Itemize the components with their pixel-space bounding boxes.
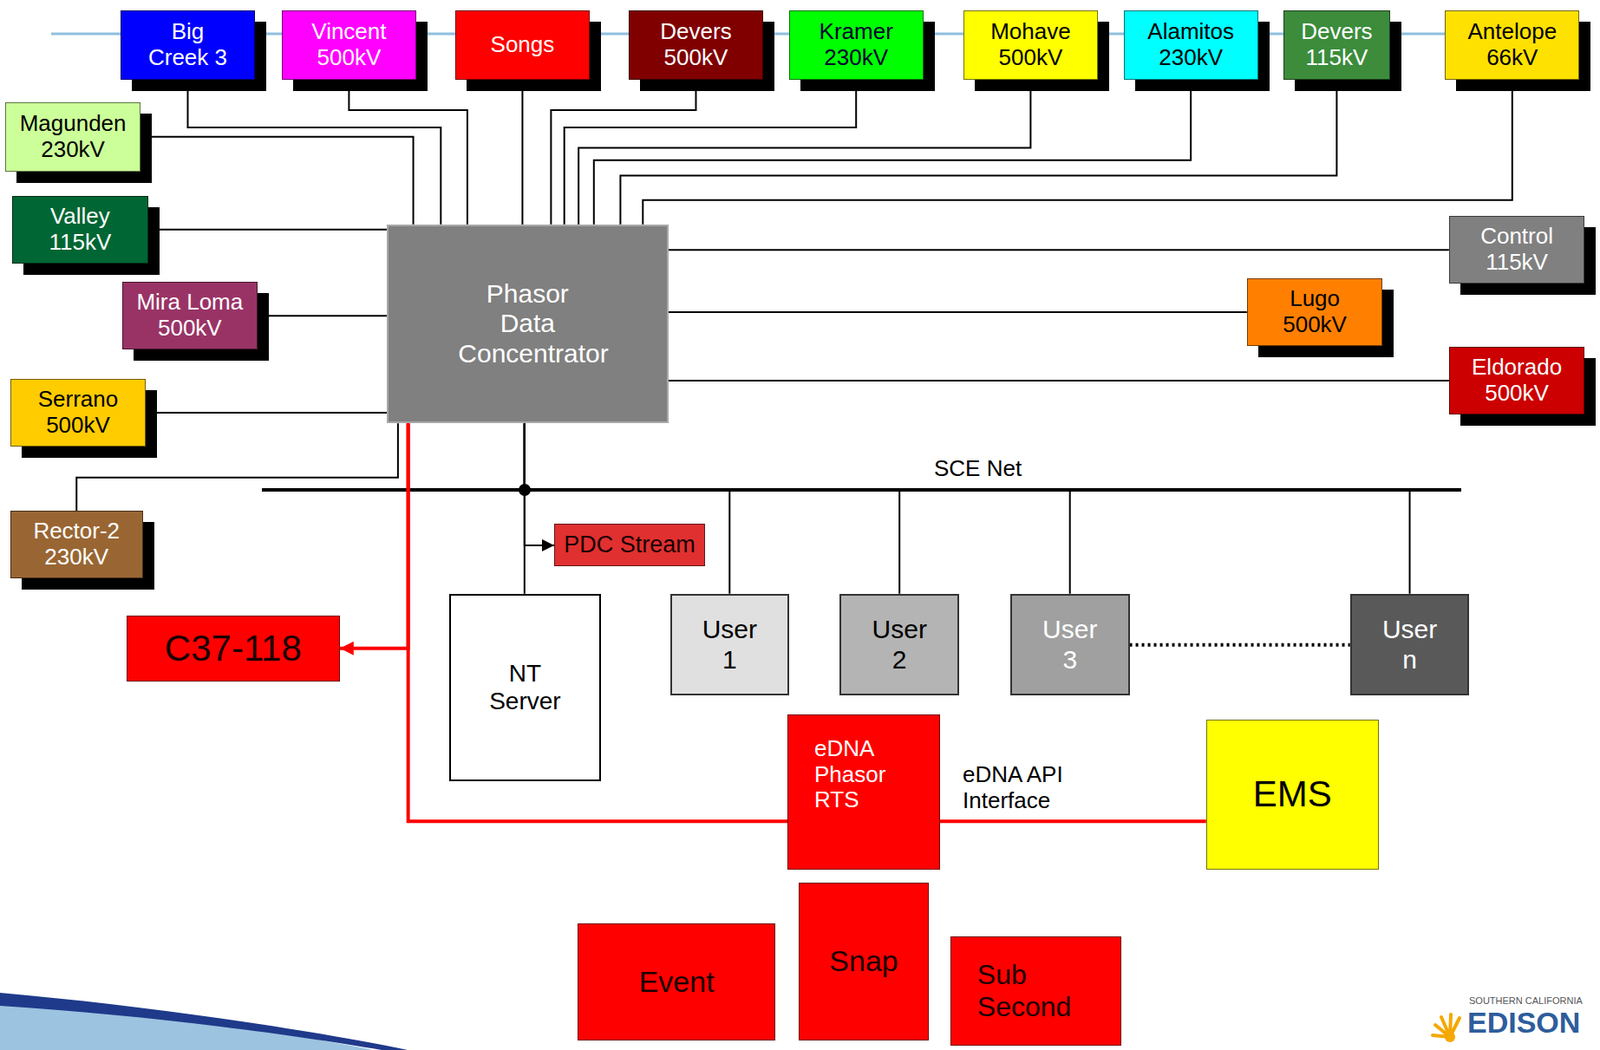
substation-box: Lugo 500kV <box>1247 278 1383 347</box>
node-label: Songs <box>490 32 556 59</box>
header-rule <box>51 32 1490 36</box>
connector <box>408 423 788 822</box>
substation-box: Magunden 230kV <box>5 102 141 172</box>
substation-box: Eldorado 500kV <box>1449 346 1585 415</box>
node-label: Antelope 66kV <box>1466 19 1559 72</box>
user-box: User 2 <box>839 594 960 697</box>
logo-sun <box>1432 1014 1460 1043</box>
node-label: Alamitos 230kV <box>1144 19 1237 72</box>
connector <box>140 137 413 225</box>
ems-box: EMS <box>1206 719 1379 870</box>
connector <box>524 423 1411 595</box>
protocol-box: C37-118 <box>126 615 340 682</box>
node-label: NT Server <box>481 659 569 716</box>
node-label: PDC Stream <box>563 531 696 559</box>
connector <box>524 423 900 595</box>
node-label: User 1 <box>698 614 761 675</box>
connector <box>642 79 1513 225</box>
node-label: Rector-2 230kV <box>19 518 133 571</box>
substation-box: Big Creek 3 <box>120 10 255 80</box>
node-label: Control 115kV <box>1460 223 1574 276</box>
connector <box>257 314 387 317</box>
connector <box>148 228 387 231</box>
connector <box>668 379 1450 382</box>
connector <box>578 79 1031 225</box>
node-label: eDNA Phasor RTS <box>814 736 910 815</box>
substation-box: Mira Loma 500kV <box>122 281 257 350</box>
module-box: Sub Second <box>950 936 1122 1046</box>
module-box: Event <box>577 923 776 1041</box>
connector <box>524 423 1071 595</box>
server-box: NT Server <box>449 594 601 783</box>
node-label: C37-118 <box>164 627 302 670</box>
node-label: Valley 115kV <box>23 203 137 256</box>
connector-group <box>76 79 1513 822</box>
connector <box>668 311 1248 314</box>
node-label: Snap <box>829 944 898 979</box>
user-box: User 1 <box>670 594 789 697</box>
rts-box: eDNA Phasor RTS <box>787 714 941 870</box>
node-label: Sub Second <box>977 959 1095 1024</box>
corner-swoosh-edge <box>0 992 408 1050</box>
node-label: EMS <box>1253 773 1333 816</box>
edge-label: eDNA API Interface <box>960 762 1079 815</box>
node-label: User n <box>1378 614 1442 675</box>
substation-box: Valley 115kV <box>12 195 148 264</box>
substation-box: Serrano 500kV <box>10 378 146 447</box>
connector <box>145 411 387 414</box>
substation-box: Antelope 66kV <box>1444 10 1580 80</box>
user-box: User n <box>1350 594 1470 697</box>
node-label: User 2 <box>868 614 931 675</box>
connector <box>524 423 555 546</box>
concentrator-box: Phasor Data Concentrator <box>386 224 669 424</box>
network-name: SCE Net <box>933 456 1022 483</box>
node-label: User 3 <box>1038 614 1102 675</box>
substation-box: Rector-2 230kV <box>10 510 144 579</box>
node-label: Kramer 230kV <box>809 19 902 72</box>
node-label: Mohave 500kV <box>984 19 1077 72</box>
connector <box>348 79 468 225</box>
connector <box>339 423 409 648</box>
connector <box>550 79 696 225</box>
module-box: Snap <box>798 882 928 1041</box>
substation-box: Kramer 230kV <box>789 10 924 80</box>
node-label: Phasor Data Concentrator <box>457 279 597 370</box>
node-label: Lugo 500kV <box>1258 286 1372 339</box>
substation-box: Vincent 500kV <box>281 10 417 80</box>
node-label: Magunden 230kV <box>16 111 130 164</box>
logo-text: EDISON <box>1467 1005 1581 1040</box>
substation-box: Devers 500kV <box>628 10 764 80</box>
substation-box: Alamitos 230kV <box>1123 10 1259 80</box>
node-label: Vincent 500kV <box>302 19 395 72</box>
connector <box>668 248 1450 251</box>
node-label: Devers 115kV <box>1293 19 1380 72</box>
substation-box: Control 115kV <box>1449 215 1585 284</box>
connector <box>521 79 523 225</box>
stream-tag: PDC Stream <box>554 523 706 567</box>
connector <box>524 423 731 595</box>
connector <box>620 79 1337 225</box>
connector <box>188 79 442 225</box>
node-label: Serrano 500kV <box>21 386 135 439</box>
node-label: Devers 500kV <box>649 19 742 72</box>
connector <box>940 819 1207 823</box>
logo-core <box>1444 1031 1456 1043</box>
node-label: Mira Loma 500kV <box>133 289 247 342</box>
node-label: Big Creek 3 <box>142 19 235 72</box>
substation-box: Devers 115kV <box>1283 10 1390 80</box>
connector <box>1129 643 1351 647</box>
node-label: Eldorado 500kV <box>1460 354 1574 407</box>
substation-box: Songs <box>455 10 590 80</box>
connector <box>594 79 1191 225</box>
node-label: Event <box>639 965 715 1000</box>
user-box: User 3 <box>1010 594 1130 697</box>
connector <box>564 79 857 225</box>
substation-box: Mohave 500kV <box>963 10 1098 80</box>
logo-text: SOUTHERN CALIFORNIA <box>1469 995 1583 1007</box>
